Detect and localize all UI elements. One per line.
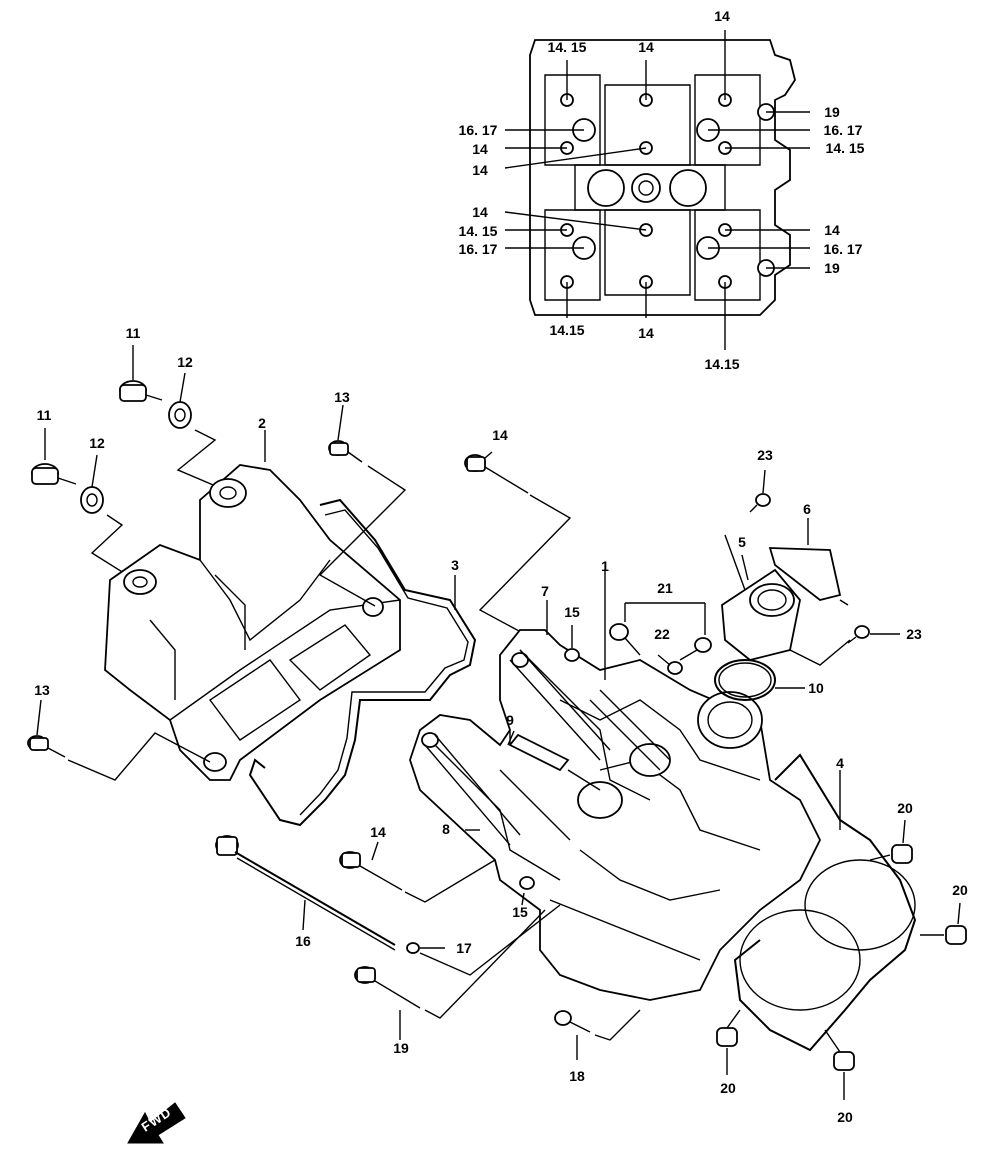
callout-14: 14 bbox=[472, 204, 488, 220]
dowel-20-b bbox=[920, 902, 967, 945]
callout-19: 19 bbox=[824, 104, 840, 120]
callout-15: 15 bbox=[564, 604, 580, 620]
cylinder-head bbox=[409, 570, 822, 1001]
spark-plug-9 bbox=[507, 730, 601, 791]
dowel-20-c bbox=[716, 1009, 741, 1075]
callout-12: 12 bbox=[89, 435, 105, 451]
callout-7: 7 bbox=[541, 583, 549, 599]
dowel-20-a bbox=[869, 819, 913, 864]
long-bolt-16 bbox=[215, 835, 396, 951]
head-cover bbox=[104, 430, 401, 781]
dowel-15-lower bbox=[519, 876, 535, 906]
dowel-20-d bbox=[824, 1029, 855, 1100]
cylinder-gasket-4 bbox=[733, 753, 917, 1052]
intake-joint-5 bbox=[721, 554, 801, 661]
bolt-21-washer-22 bbox=[609, 602, 712, 675]
callout-16-17: 16. 17 bbox=[823, 122, 863, 138]
o-ring-10 bbox=[714, 659, 805, 701]
callout-4: 4 bbox=[836, 755, 844, 771]
washer-17 bbox=[406, 904, 561, 976]
head-top-view bbox=[504, 30, 810, 350]
callout-14: 14 bbox=[638, 325, 654, 341]
callout-5: 5 bbox=[738, 534, 746, 550]
callout-16: 16 bbox=[295, 933, 311, 949]
callout-10: 10 bbox=[808, 680, 824, 696]
callout-19: 19 bbox=[824, 260, 840, 276]
callout-11: 11 bbox=[125, 325, 141, 341]
callout-3: 3 bbox=[451, 557, 459, 573]
callout-14-15: 14. 15 bbox=[825, 140, 865, 156]
callout-19: 19 bbox=[393, 1040, 409, 1056]
callout-14: 14 bbox=[714, 8, 730, 24]
callout-20: 20 bbox=[837, 1109, 853, 1125]
callout-14: 14 bbox=[472, 162, 488, 178]
callout-13: 13 bbox=[334, 389, 350, 405]
bolt-18 bbox=[554, 1009, 641, 1060]
callout-8: 8 bbox=[442, 821, 450, 837]
callout-15: 15 bbox=[512, 904, 528, 920]
callout-12: 12 bbox=[177, 354, 193, 370]
screw-23 bbox=[724, 469, 900, 666]
callout-14-15: 14.15 bbox=[549, 322, 585, 338]
callout-6: 6 bbox=[803, 501, 811, 517]
bolt-14-lower bbox=[339, 841, 496, 903]
callout-14-15: 14.15 bbox=[704, 356, 740, 372]
callout-21: 21 bbox=[657, 580, 673, 596]
callout-20: 20 bbox=[720, 1080, 736, 1096]
callout-14-15: 14. 15 bbox=[547, 39, 587, 55]
bolt-13-upper bbox=[318, 404, 407, 607]
callout-14: 14 bbox=[370, 824, 386, 840]
callout-2: 2 bbox=[258, 415, 266, 431]
callout-14: 14 bbox=[492, 427, 508, 443]
callout-23: 23 bbox=[757, 447, 773, 463]
callout-9: 9 bbox=[506, 712, 514, 728]
callout-14: 14 bbox=[472, 141, 488, 157]
bolt-11-seal-12-lower bbox=[31, 428, 136, 581]
callout-14-15: 14. 15 bbox=[458, 223, 498, 239]
callout-18: 18 bbox=[569, 1068, 585, 1084]
callout-11: 11 bbox=[36, 407, 52, 423]
callout-17: 17 bbox=[456, 940, 472, 956]
callout-22: 22 bbox=[654, 626, 670, 642]
callout-16-17: 16. 17 bbox=[458, 241, 498, 257]
bolt-11-seal-12-upper bbox=[119, 345, 226, 491]
callout-20: 20 bbox=[897, 800, 913, 816]
callout-1: 1 bbox=[601, 558, 609, 574]
callout-20: 20 bbox=[952, 882, 968, 898]
bolt-13-lower bbox=[27, 699, 211, 781]
bolt-14-upper bbox=[464, 451, 572, 646]
callout-16-17: 16. 17 bbox=[823, 241, 863, 257]
callout-14: 14 bbox=[638, 39, 654, 55]
callout-16-17: 16. 17 bbox=[458, 122, 498, 138]
callout-14: 14 bbox=[824, 222, 840, 238]
cover-gasket bbox=[248, 498, 477, 827]
bolt-19 bbox=[354, 909, 546, 1040]
dowel-15-upper bbox=[564, 625, 580, 662]
callout-13: 13 bbox=[34, 682, 50, 698]
clamp-6 bbox=[768, 518, 842, 601]
callout-23: 23 bbox=[906, 626, 922, 642]
fwd-arrow bbox=[127, 1102, 186, 1144]
